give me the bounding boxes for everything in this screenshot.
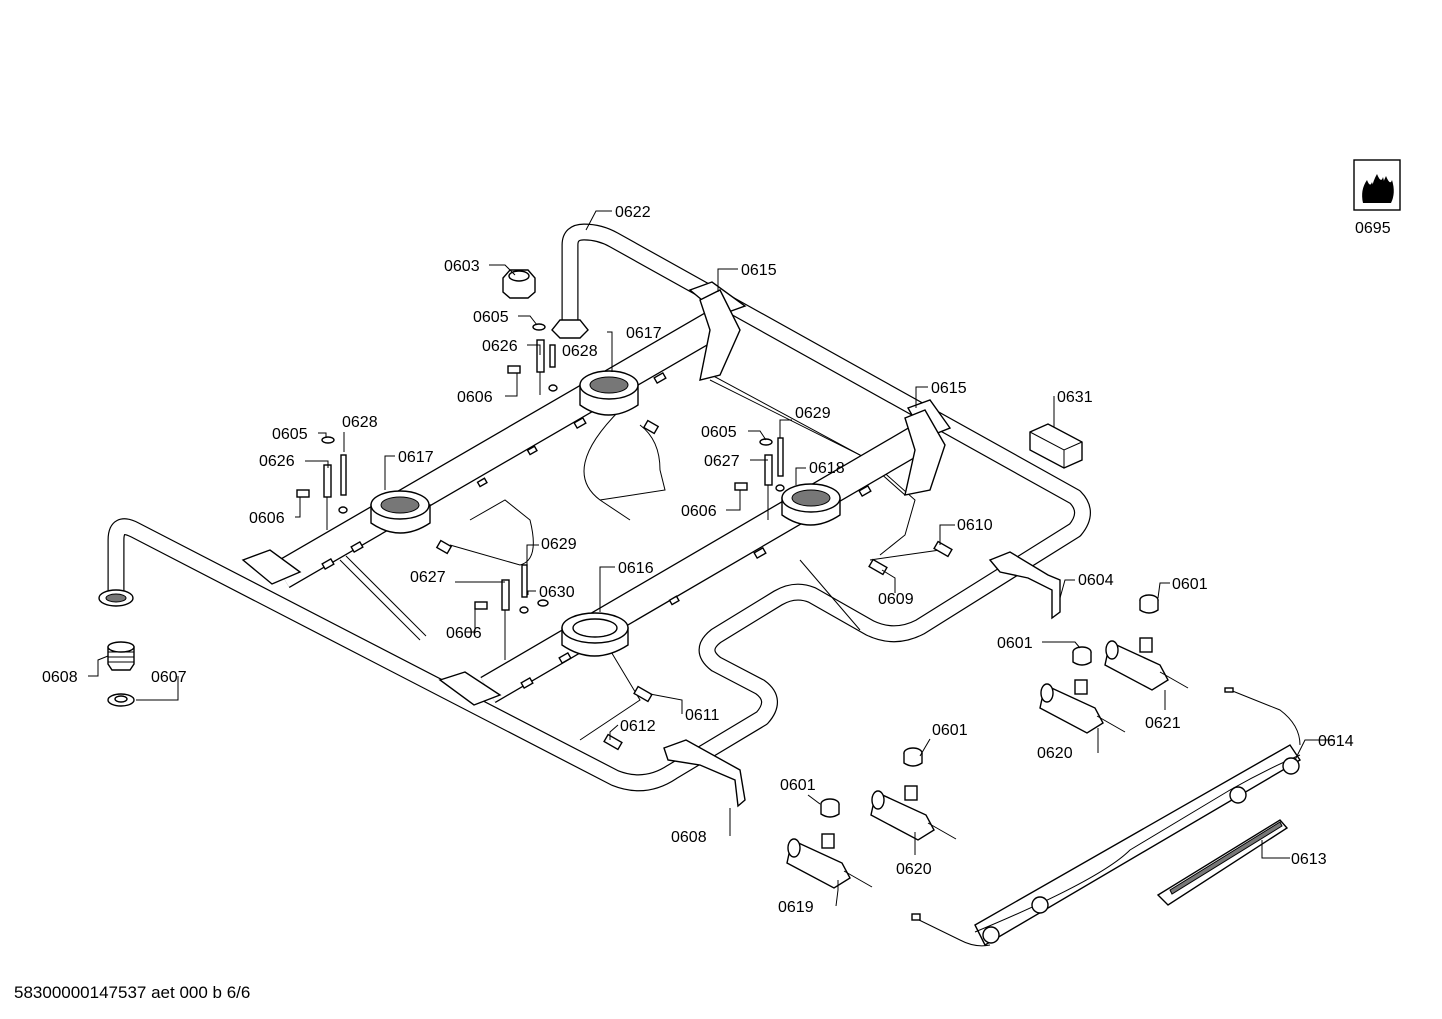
gas-supply-tube bbox=[98, 223, 1091, 792]
callout-0629: 0629 bbox=[541, 536, 577, 553]
document-reference: 58300000147537 aet 000 b 6/6 bbox=[14, 983, 250, 1002]
valve-rail bbox=[911, 687, 1301, 947]
callout-0613: 0613 bbox=[1291, 851, 1327, 868]
thermocouples bbox=[323, 339, 785, 660]
callout-0605: 0605 bbox=[701, 424, 737, 441]
callout-0601: 0601 bbox=[1172, 576, 1208, 593]
callout-0615: 0615 bbox=[931, 380, 967, 397]
callout-0620: 0620 bbox=[896, 861, 932, 878]
gas-flame-icon bbox=[1353, 159, 1401, 211]
callout-labels: 0622 0603 0615 0605 0626 0628 0617 0606 … bbox=[42, 204, 1391, 916]
callout-0630: 0630 bbox=[539, 584, 575, 601]
supply-nozzle bbox=[107, 641, 135, 707]
burner-cup-0616 bbox=[561, 612, 629, 657]
injector-nozzles bbox=[435, 419, 953, 751]
leader-lines bbox=[88, 210, 1335, 907]
callout-0629: 0629 bbox=[795, 405, 831, 422]
gas-valve-0621 bbox=[1104, 637, 1189, 691]
callout-0605: 0605 bbox=[473, 309, 509, 326]
callout-0601: 0601 bbox=[997, 635, 1033, 652]
callout-0617: 0617 bbox=[626, 325, 662, 342]
callout-0627: 0627 bbox=[704, 453, 740, 470]
brackets bbox=[663, 551, 1061, 808]
callout-0612: 0612 bbox=[620, 718, 656, 735]
callout-0606: 0606 bbox=[457, 389, 493, 406]
callout-0611: 0611 bbox=[685, 707, 720, 724]
callout-0627: 0627 bbox=[410, 569, 446, 586]
callout-0607: 0607 bbox=[151, 669, 187, 686]
callout-0610: 0610 bbox=[957, 517, 993, 534]
callout-0617: 0617 bbox=[398, 449, 434, 466]
ignition-module bbox=[1029, 423, 1083, 469]
burner-rail-upper bbox=[241, 281, 747, 588]
rail-strip bbox=[1156, 819, 1289, 906]
callout-0628: 0628 bbox=[562, 343, 598, 360]
burner-cup-0618 bbox=[781, 483, 841, 526]
callout-0695: 0695 bbox=[1355, 220, 1391, 237]
callout-0601: 0601 bbox=[780, 777, 816, 794]
callout-0618: 0618 bbox=[809, 460, 845, 477]
callout-0603: 0603 bbox=[444, 258, 480, 275]
callout-0606: 0606 bbox=[249, 510, 285, 527]
callout-0626: 0626 bbox=[259, 453, 295, 470]
callout-0605: 0605 bbox=[272, 426, 308, 443]
callout-0604: 0604 bbox=[1078, 572, 1114, 589]
callout-0631: 0631 bbox=[1057, 389, 1093, 406]
gas-valve-0620-lower bbox=[870, 785, 957, 841]
callout-0615: 0615 bbox=[741, 262, 777, 279]
burner-cup-0617-left bbox=[370, 490, 431, 534]
callout-0614: 0614 bbox=[1318, 733, 1354, 750]
burner-cup-0617-upper bbox=[579, 370, 639, 416]
callout-0608: 0608 bbox=[671, 829, 707, 846]
small-parts bbox=[296, 269, 773, 610]
callout-0606: 0606 bbox=[681, 503, 717, 520]
valve-nuts bbox=[820, 594, 1159, 818]
callout-0626: 0626 bbox=[482, 338, 518, 355]
callout-0622: 0622 bbox=[615, 204, 651, 221]
gas-valve-0620-upper bbox=[1039, 679, 1126, 734]
burner-rail-lower bbox=[438, 399, 952, 706]
callout-0620: 0620 bbox=[1037, 745, 1073, 762]
callout-0621: 0621 bbox=[1145, 715, 1181, 732]
callout-0628: 0628 bbox=[342, 414, 378, 431]
callout-0601: 0601 bbox=[932, 722, 968, 739]
callout-0616: 0616 bbox=[618, 560, 654, 577]
callout-0606: 0606 bbox=[446, 625, 482, 642]
callout-0609: 0609 bbox=[878, 591, 914, 608]
callout-0619: 0619 bbox=[778, 899, 814, 916]
callout-0608: 0608 bbox=[42, 669, 78, 686]
gas-valve-0619 bbox=[786, 833, 873, 889]
injector-tubes bbox=[339, 371, 941, 741]
